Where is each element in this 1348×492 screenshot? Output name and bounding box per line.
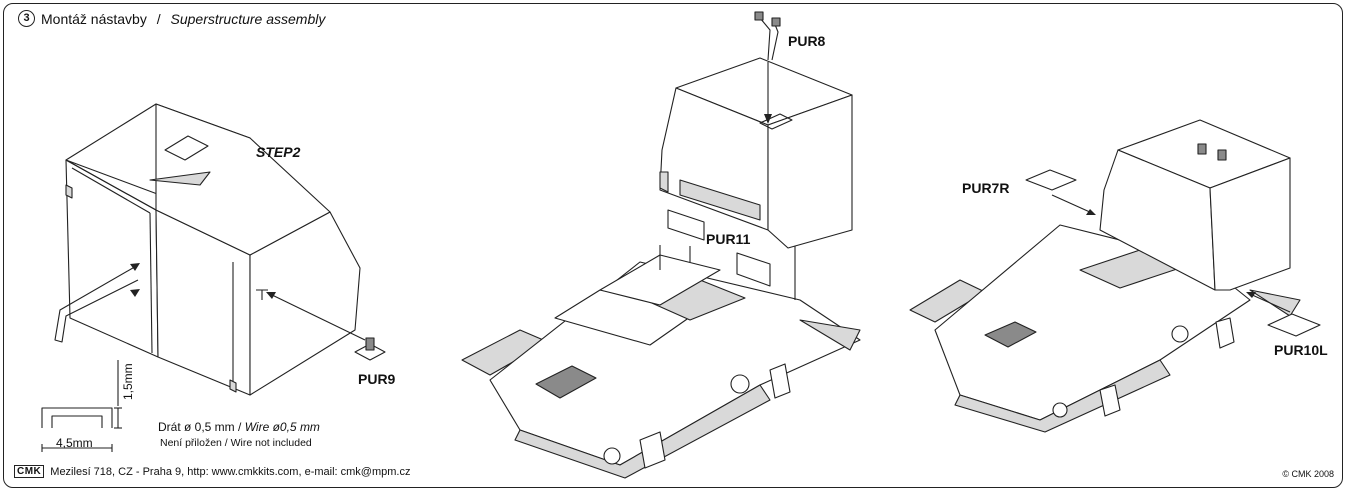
- width-dimension: 4,5mm: [56, 436, 93, 450]
- pur10l-part: [1246, 292, 1321, 337]
- step-number-badge: 3: [18, 10, 35, 27]
- title-en: Superstructure assembly: [170, 10, 326, 27]
- instruction-frame: [3, 3, 1343, 488]
- box-middle: [659, 57, 853, 287]
- pur7r-label: PUR7R: [962, 180, 1010, 196]
- wire-note-separator: /: [234, 420, 245, 434]
- footer: CMK Mezilesí 718, CZ - Praha 9, http: ww…: [14, 465, 410, 478]
- copyright: © CMK 2008: [1282, 469, 1334, 479]
- pur11-label: PUR11: [706, 231, 751, 247]
- wire-not-included-note: Není přiložen / Wire not included: [160, 437, 312, 449]
- box-right: [1099, 119, 1291, 291]
- hull-right: [909, 224, 1301, 433]
- hull-middle: [461, 245, 861, 479]
- wire-note-en: Wire ø0,5 mm: [244, 420, 320, 434]
- footer-address: Mezilesí 718, CZ - Praha 9, http: www.cm…: [50, 465, 411, 478]
- pur8-part: [754, 11, 781, 124]
- pur8-label: PUR8: [788, 33, 826, 49]
- cmk-logo: CMK: [14, 465, 45, 478]
- pur10l-label: PUR10L: [1274, 342, 1328, 358]
- title-separator: /: [152, 10, 165, 27]
- pur9-label: PUR9: [358, 371, 396, 387]
- pur7r-part: [1025, 169, 1096, 215]
- step-header: 3 Montáž nástavby / Superstructure assem…: [18, 10, 325, 27]
- title-cz: Montáž nástavby: [41, 10, 147, 27]
- pur9-part: [266, 292, 386, 361]
- wire-part: [54, 263, 140, 343]
- wire-note-cz: Drát ø 0,5 mm: [158, 420, 235, 434]
- step2-label: STEP2: [256, 144, 301, 160]
- height-dimension: 1,5mm: [121, 363, 135, 400]
- wire-note: Drát ø 0,5 mm / Wire ø0,5 mm: [158, 420, 320, 434]
- superstructure-box-left: [65, 103, 361, 396]
- wire-profile-diagram: [41, 360, 122, 452]
